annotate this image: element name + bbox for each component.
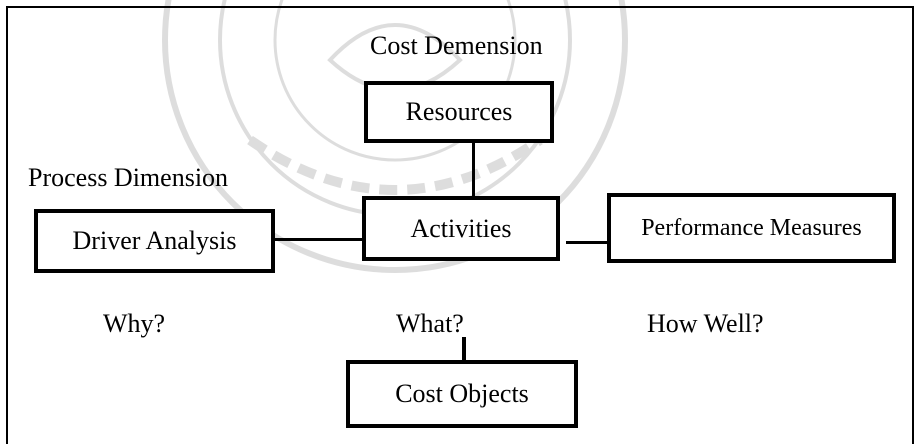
- cost-objects-label: Cost Objects: [395, 379, 529, 408]
- what-cost-objects-connector: [462, 337, 466, 362]
- cost-dimension-label: Cost Demension: [370, 31, 543, 60]
- resources-node: Resources: [364, 81, 554, 143]
- process-dimension-label: Process Dimension: [28, 163, 229, 192]
- how-well-question: How Well?: [647, 309, 764, 338]
- activities-performance-connector: [566, 241, 607, 244]
- performance-measures-label: Performance Measures: [641, 214, 862, 241]
- activities-label: Activities: [410, 213, 512, 243]
- driver-analysis-node: Driver Analysis: [34, 209, 275, 273]
- activities-node: Activities: [362, 196, 560, 261]
- driver-activities-connector: [275, 238, 362, 241]
- what-question: What?: [396, 309, 464, 338]
- diagram-frame: [6, 6, 914, 444]
- cost-objects-node: Cost Objects: [346, 360, 578, 428]
- why-question: Why?: [103, 309, 166, 338]
- driver-analysis-label: Driver Analysis: [72, 226, 237, 255]
- performance-measures-node: Performance Measures: [607, 193, 896, 263]
- resources-activities-connector: [472, 143, 475, 198]
- resources-label: Resources: [405, 97, 513, 126]
